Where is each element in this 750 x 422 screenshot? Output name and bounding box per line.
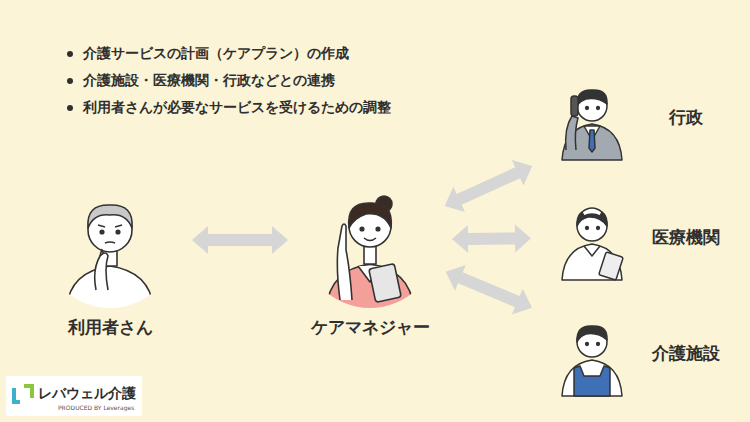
- double-arrow: [192, 226, 288, 254]
- node-label: ケアマネジャー: [302, 316, 438, 339]
- list-rect: [35, 22, 445, 139]
- node-shape: [42, 172, 178, 308]
- logo-text: レバウェル介護: [38, 385, 136, 403]
- node-shape: [545, 72, 735, 162]
- role-list-box: 介護サービスの計画（ケアプラン）の作成介護施設・医療機関・行政などとの連携利用者…: [35, 22, 445, 139]
- logo-subtext: PRODUCED BY Leverages: [58, 404, 134, 411]
- bullet-item: 介護施設・医療機関・行政などとの連携: [65, 67, 421, 94]
- care-staff-figure: [562, 326, 622, 396]
- care-manager-circle: ケアマネジャー: [302, 172, 438, 339]
- bullet-item: 利用者さんが必要なサービスを受けるための調整: [65, 94, 421, 121]
- double-arrow: [445, 160, 533, 212]
- node-shape: [302, 172, 438, 308]
- facility-panel: 介護施設: [545, 308, 735, 398]
- logo: [6, 376, 142, 416]
- node-label: 介護施設: [652, 342, 720, 365]
- care-manager-figure: [326, 196, 414, 312]
- panel-rect: [545, 308, 735, 398]
- officer-figure: [562, 90, 622, 160]
- double-arrow: [452, 224, 531, 253]
- medical-panel: 医療機関: [545, 192, 735, 282]
- node-circle: [42, 172, 178, 308]
- nurse-figure: [562, 208, 623, 280]
- panel-rect: [545, 192, 735, 282]
- bullet-item: 介護サービスの計画（ケアプラン）の作成: [65, 40, 421, 67]
- node-label: 利用者さん: [42, 316, 178, 339]
- node-label: 行政: [669, 106, 703, 129]
- user-circle: 利用者さん: [42, 172, 178, 339]
- node-circle: [302, 172, 438, 308]
- user-figure: [66, 205, 154, 312]
- government-panel: 行政: [545, 72, 735, 162]
- double-arrow: [446, 265, 532, 315]
- panel-rect: [545, 72, 735, 162]
- node-label: 医療機関: [652, 226, 720, 249]
